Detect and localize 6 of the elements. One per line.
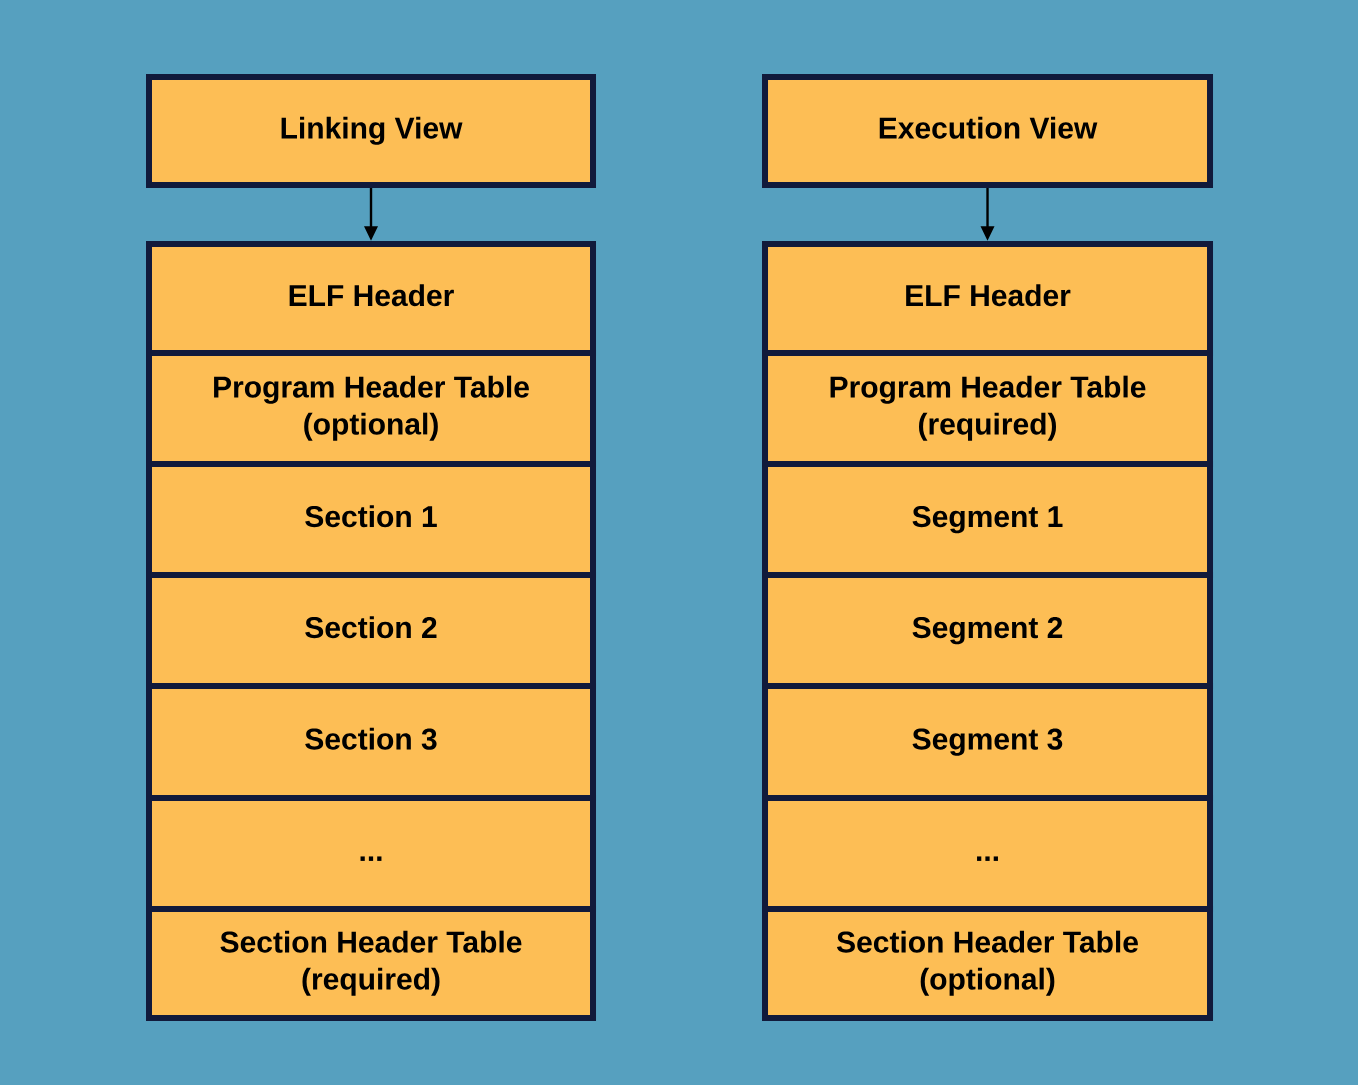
stack-row: ELF Header — [146, 241, 596, 356]
title-box: Linking View — [146, 74, 596, 188]
stack-row: Section 1 — [146, 461, 596, 578]
title-box: Execution View — [762, 74, 1213, 188]
stack-row: Segment 1 — [762, 461, 1213, 578]
stack-row: ELF Header — [762, 241, 1213, 356]
